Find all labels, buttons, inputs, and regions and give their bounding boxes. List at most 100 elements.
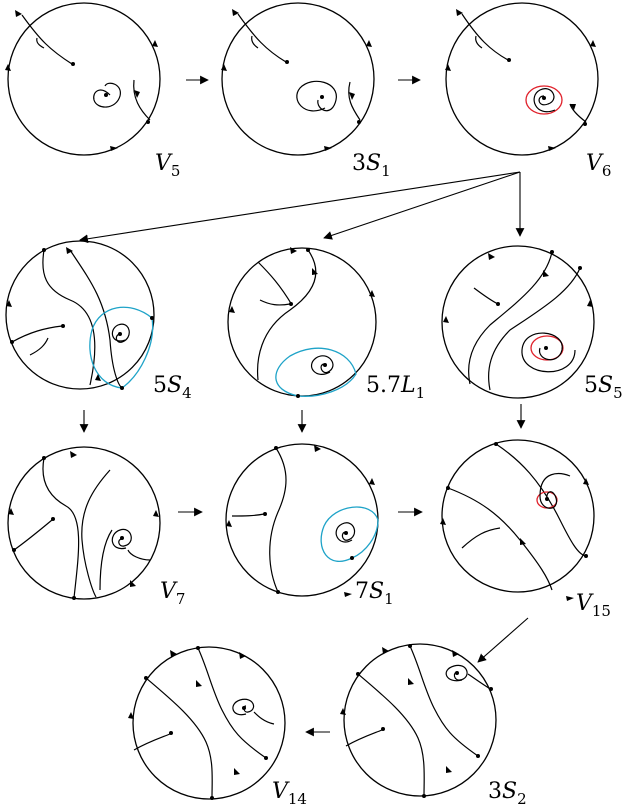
boundary-point — [146, 120, 150, 124]
separatrix — [488, 267, 581, 391]
orbit — [461, 527, 501, 549]
boundary-point — [584, 554, 588, 558]
arrow — [382, 647, 389, 654]
panel-3S1: 3S1 — [221, 2, 391, 180]
orbit — [133, 733, 171, 751]
arrow — [196, 680, 202, 687]
boundary-point — [578, 266, 582, 270]
panel-3S2: 3S2 — [340, 643, 527, 808]
disk-V14 — [132, 646, 286, 800]
boundary-point — [306, 248, 310, 252]
arrow — [452, 650, 459, 657]
disk-3S1 — [221, 2, 375, 156]
focus-orbit — [539, 473, 571, 509]
panel-V6: V6 — [445, 2, 611, 180]
focus-point — [120, 536, 124, 540]
orbit — [237, 13, 287, 63]
disk-3S2 — [343, 643, 497, 797]
focus-point — [344, 531, 348, 535]
separatrix — [357, 673, 425, 797]
boundary-point — [550, 250, 554, 254]
focus-orbit — [521, 332, 576, 373]
boundary-point — [42, 248, 46, 252]
saddle-point — [120, 386, 124, 390]
label-7S1: 7S1 — [355, 579, 394, 608]
arrow — [408, 678, 414, 685]
boundary-point — [42, 456, 46, 460]
orbit — [11, 325, 63, 343]
orbit — [36, 37, 45, 49]
separatrix — [197, 647, 267, 759]
arrow — [443, 316, 449, 323]
arrow — [70, 451, 77, 458]
label-V14: V14 — [272, 779, 307, 808]
boundary-point — [196, 646, 200, 650]
panel-7S1: 7S1 — [225, 443, 394, 608]
separatrix — [468, 251, 553, 385]
arrow — [15, 10, 22, 17]
disk-V15 — [441, 439, 595, 593]
disk-5S4 — [5, 240, 155, 390]
arrow — [440, 518, 446, 525]
arrow — [221, 64, 227, 71]
separatrix — [69, 249, 123, 389]
focus-point — [242, 706, 246, 710]
boundary-point — [408, 644, 412, 648]
orbit — [345, 729, 383, 747]
separatrix — [81, 469, 111, 598]
boundary-point — [144, 676, 148, 680]
label-V5: V5 — [155, 151, 180, 180]
disk-7S1 — [225, 443, 379, 597]
panel-V7: V7 — [7, 446, 185, 608]
focus-point — [544, 346, 548, 350]
limit-cycle — [530, 335, 564, 361]
equilibrium-point — [381, 727, 385, 731]
focus-point — [118, 332, 122, 336]
separatrix — [257, 249, 317, 381]
boundary-point — [494, 442, 498, 446]
focus-orbit — [310, 355, 334, 375]
arrow — [312, 268, 318, 275]
orbit — [475, 35, 483, 49]
boundary-point — [357, 120, 361, 124]
panel-5S5: 5S5 — [441, 245, 623, 402]
separatrix — [409, 645, 479, 757]
arrow — [153, 510, 159, 517]
equilibrium-point — [71, 62, 75, 66]
saddle-point — [350, 556, 354, 560]
arrow — [456, 9, 463, 16]
arrow — [6, 300, 12, 307]
orbit — [13, 519, 53, 551]
arrow — [110, 146, 118, 151]
panel-V15: V15 — [440, 439, 611, 620]
arrow — [488, 253, 495, 260]
equilibrium-point — [263, 512, 267, 516]
arrow — [446, 766, 452, 773]
focus-point — [320, 95, 324, 99]
disk-V6 — [445, 2, 599, 156]
arrow — [340, 708, 346, 715]
orbit — [231, 513, 265, 517]
focus-orbit — [533, 88, 556, 113]
orbit — [259, 299, 291, 306]
label-3S1: 3S1 — [352, 151, 391, 180]
label-57L1: 5.7L1 — [366, 373, 425, 402]
boundary-point — [276, 590, 280, 594]
disk-V5 — [7, 2, 161, 156]
arrow — [170, 650, 177, 657]
equilibrium-point — [169, 731, 173, 735]
arrow — [152, 40, 158, 47]
separatrix-loop — [275, 347, 357, 397]
disk-57L1 — [227, 247, 377, 397]
equilibrium-point — [61, 324, 65, 328]
arrow — [8, 508, 14, 515]
arrow — [570, 104, 576, 110]
boundary-point — [274, 446, 278, 450]
arrow — [548, 146, 556, 151]
arrow — [234, 768, 240, 775]
boundary-point — [264, 756, 268, 760]
arrow — [324, 146, 332, 151]
label-V7: V7 — [160, 579, 185, 608]
arrow — [239, 652, 246, 659]
